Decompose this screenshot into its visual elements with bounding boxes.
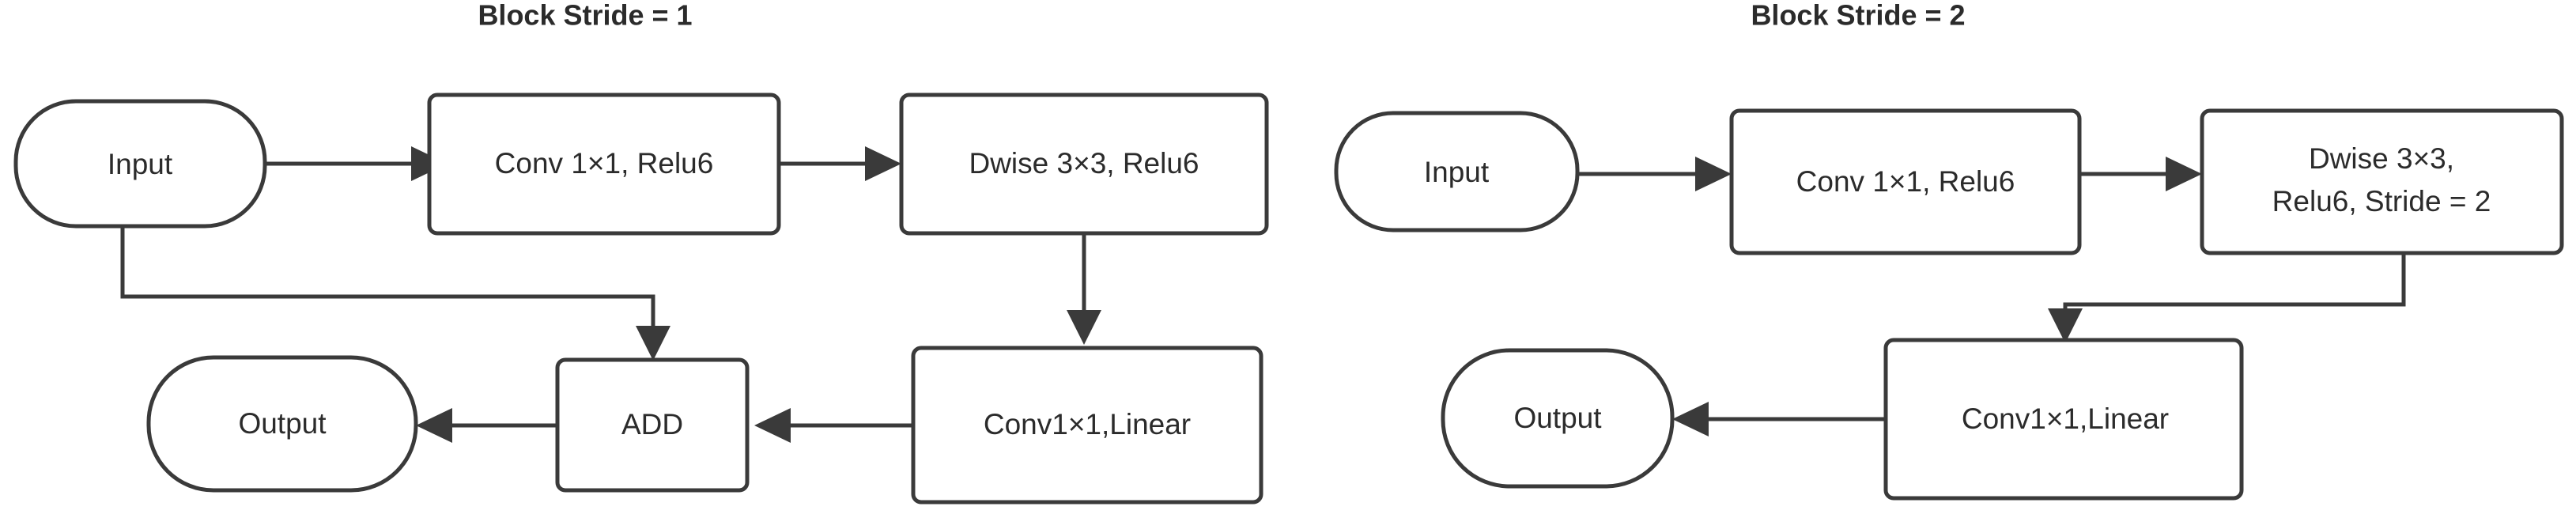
edge-dwise-to-conv-project-stride-2 [2048,253,2406,343]
node-dwise-stride-1[interactable]: Dwise 3×3, Relu6 [899,93,1269,236]
panel-title-stride-1: Block Stride = 1 [478,0,692,32]
node-conv-project-stride-1[interactable]: Conv1×1,Linear [911,346,1263,505]
arrowhead-icon [865,146,901,181]
conv-expand-box-stride-2 [1729,108,2082,255]
edge-add-to-output-stride-1 [416,408,557,443]
dwise-label-line1-stride-2: Dwise 3×3, [2309,142,2454,175]
node-output-stride-2[interactable]: Output [1441,348,1675,489]
input-pill-shape-stride-2 [1334,111,1580,232]
edge-input-to-conv-stride-1 [265,146,448,181]
output-pill-shape-stride-1 [146,355,418,493]
edge-conv-project-to-add-stride-1 [754,408,913,443]
node-input-stride-2[interactable]: Input [1334,111,1580,232]
node-add-stride-1[interactable]: ADD [555,357,750,493]
arrowhead-icon [754,408,791,443]
edge-conv-to-dwise-stride-2 [2079,157,2202,191]
edge-skip-connection-stride-1 [120,226,670,361]
output-label-stride-1: Output [238,407,327,440]
node-input-stride-1[interactable]: Input [13,99,267,229]
arrowhead-icon [1695,157,1732,191]
arrowhead-icon [636,326,670,361]
node-conv-expand-stride-2[interactable]: Conv 1×1, Relu6 [1729,108,2082,255]
node-conv-expand-stride-1[interactable]: Conv 1×1, Relu6 [427,93,781,236]
edge-conv-project-to-output-stride-2 [1672,402,1886,437]
edge-dwise-to-conv-project-stride-1 [1067,233,1101,345]
panel-block-stride-2: Block Stride = 2 Input Conv 1×1, Relu6 D… [1334,0,2564,501]
edge-input-to-conv-stride-2 [1577,157,1732,191]
node-conv-project-stride-2[interactable]: Conv1×1,Linear [1883,338,2244,501]
output-label-stride-2: Output [1513,402,1602,434]
conv-project-label-stride-1: Conv1×1,Linear [984,408,1191,440]
conv-project-label-stride-2: Conv1×1,Linear [1962,403,2169,435]
arrowhead-icon [416,408,452,443]
conv-expand-label-stride-1: Conv 1×1, Relu6 [495,147,714,180]
conv-expand-label-stride-2: Conv 1×1, Relu6 [1796,165,2015,198]
dwise-label-stride-1: Dwise 3×3, Relu6 [969,147,1199,180]
panel-block-stride-1: Block Stride = 1 Input Conv 1×1, Relu6 D… [13,0,1269,505]
edge-conv-to-dwise-stride-1 [779,146,901,181]
arrowhead-icon [1067,310,1101,345]
input-label-stride-2: Input [1424,156,1490,188]
arrowhead-icon [1672,402,1709,437]
add-label-stride-1: ADD [621,408,683,440]
arrowhead-icon [2048,308,2083,343]
dwise-label-line2-stride-2: Relu6, Stride = 2 [2272,185,2491,217]
node-output-stride-1[interactable]: Output [146,355,418,493]
output-pill-shape-stride-2 [1441,348,1675,489]
panel-title-stride-2: Block Stride = 2 [1751,0,1965,32]
input-label-stride-1: Input [108,148,173,180]
dwise-box-stride-2 [2200,108,2564,255]
node-dwise-stride-2[interactable]: Dwise 3×3, Relu6, Stride = 2 [2200,108,2564,255]
arrowhead-icon [2166,157,2202,191]
